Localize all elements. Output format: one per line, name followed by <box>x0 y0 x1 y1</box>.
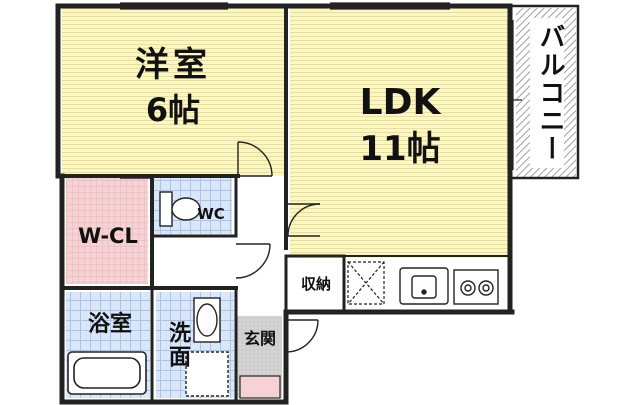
washing-machine-icon <box>185 351 229 397</box>
sink-icon <box>399 267 449 305</box>
shoe-box-icon <box>239 375 281 399</box>
entrance-label: 玄関 <box>243 329 276 348</box>
western-room-size: 6帖 <box>145 91 201 129</box>
door-swing-icon <box>120 141 321 353</box>
wc-label: WC <box>197 205 225 223</box>
storage-label: 収納 <box>300 275 331 293</box>
hallway-floor <box>236 178 288 316</box>
bathtub-icon <box>67 351 147 395</box>
wcl-floor <box>66 178 148 284</box>
wcl-label: W-CL <box>78 224 138 248</box>
western-room-name: 洋室 <box>135 45 211 85</box>
ldk-size: 11帖 <box>359 129 441 169</box>
ldk-floor <box>290 8 508 274</box>
washroom-label: 洗面 <box>165 321 190 369</box>
toilet-icon <box>159 191 201 227</box>
western-room-floor <box>62 8 284 176</box>
refrigerator-space-icon <box>347 261 385 305</box>
washbasin-icon <box>193 297 221 343</box>
walls <box>55 3 580 405</box>
windows <box>120 2 522 170</box>
ldk-name: LDK <box>359 82 441 123</box>
stove-icon <box>453 269 499 305</box>
bath-label: 浴室 <box>87 312 132 337</box>
balcony-label: バルコニー <box>530 18 565 168</box>
